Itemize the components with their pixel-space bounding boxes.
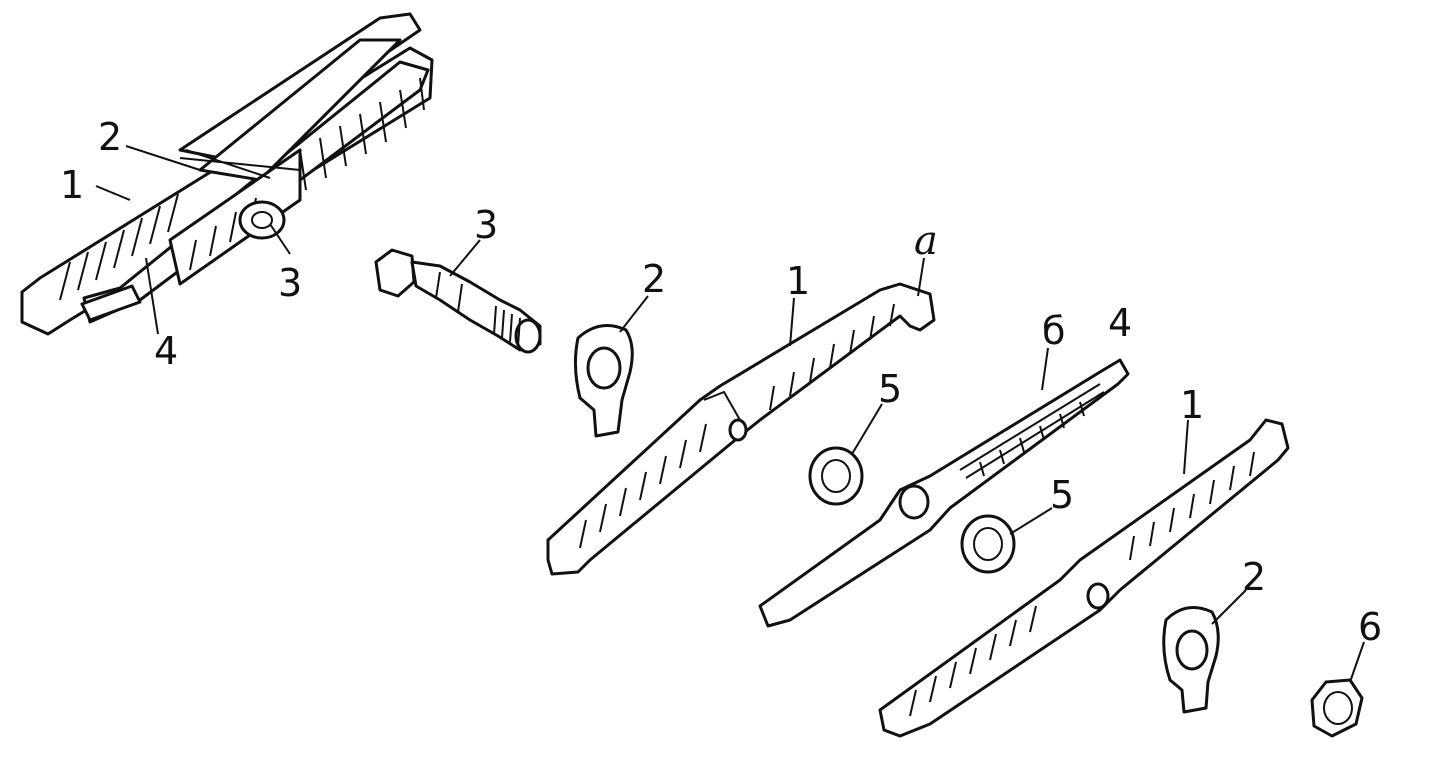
label-bar-4: 4 — [1108, 301, 1132, 345]
bolt-illustration — [374, 248, 542, 354]
callout-labels: 1 2 3 4 3 2 1 a 5 б 4 1 5 2 6 — [60, 115, 1382, 649]
lever-upper-illustration — [546, 282, 936, 576]
label-nut-6: 6 — [1358, 605, 1382, 649]
assembled-hatching — [59, 77, 425, 301]
leader-lines — [95, 145, 1365, 683]
label-lever-lower-1: 1 — [1180, 383, 1204, 427]
assembled-unit-illustration — [20, 12, 434, 336]
label-bar-b: б — [1042, 309, 1065, 353]
label-washer-lower-5: 5 — [1050, 473, 1074, 517]
bar-illustration — [758, 358, 1130, 628]
label-washer-upper-5: 5 — [878, 367, 902, 411]
label-lever-upper-1: 1 — [786, 259, 810, 303]
label-assembly-2: 2 — [98, 115, 122, 159]
plate-lower-illustration — [1162, 606, 1220, 714]
label-lever-upper-a: a — [914, 218, 938, 264]
label-plate-lower-2: 2 — [1242, 555, 1266, 599]
nut-illustration — [1310, 678, 1364, 738]
washer-lower-illustration — [960, 514, 1016, 574]
label-assembly-1: 1 — [60, 163, 84, 207]
label-plate-upper-2: 2 — [642, 257, 666, 301]
label-assembly-3: 3 — [278, 261, 302, 305]
label-bolt-3: 3 — [474, 203, 498, 247]
washer-upper-illustration — [808, 446, 864, 506]
lever-lower-illustration — [878, 418, 1290, 738]
label-assembly-4: 4 — [154, 329, 178, 373]
plate-upper-illustration — [573, 324, 634, 438]
